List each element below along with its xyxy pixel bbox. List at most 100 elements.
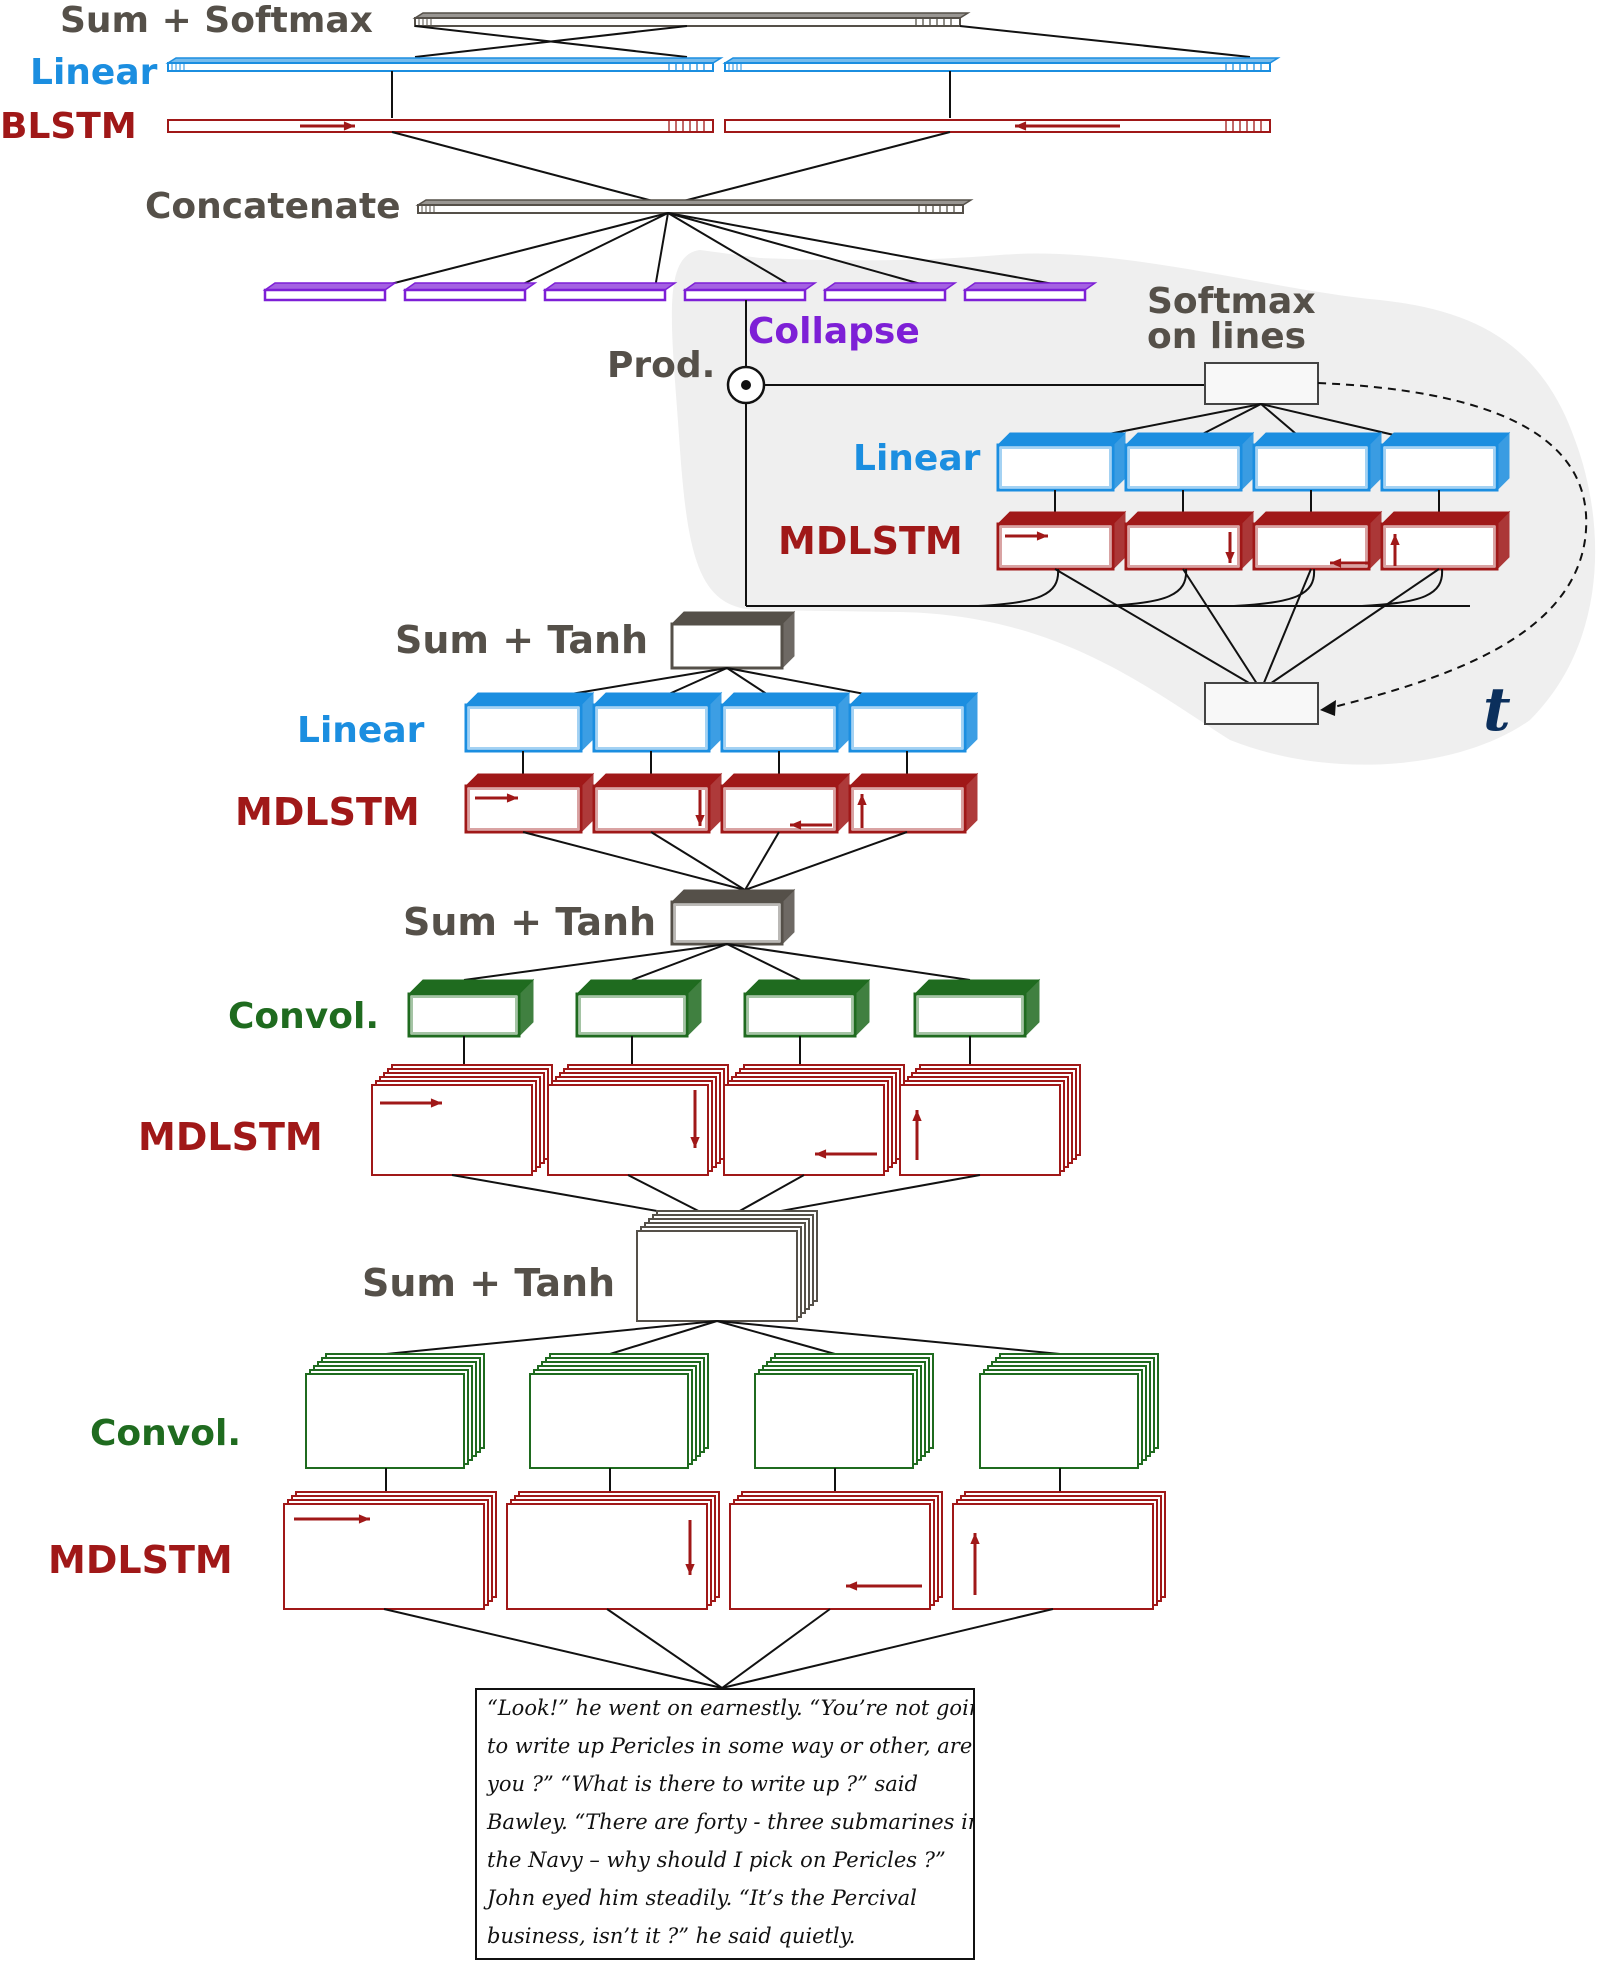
linear-box-3 [848,703,967,753]
attention-linear-box-3-top [1380,432,1511,446]
attention-linear-box-3 [1380,443,1499,492]
attention-mdlstm-box-1-top [1124,511,1255,525]
mdlstm-1-arrow-left-icon-head [846,1581,858,1591]
mdlstm-1-stack-2-layer [729,1503,931,1610]
linear-box-2 [720,703,839,753]
mdlstm-3-box-3-top [848,773,979,787]
mdlstm-2-arrow-down-icon-head [690,1136,700,1148]
mdlstm-3-box-3-inner [852,788,963,830]
attention-linear-box-0 [996,443,1115,492]
connector-line [522,831,746,891]
linear-box-0 [464,703,583,753]
linear-box-0-top [464,692,595,706]
convol-box-1-2-inner [747,996,853,1034]
handwriting-line-4: Bawley. “There are forty - three submari… [487,1810,975,1834]
label-concatenate: Concatenate [145,186,401,227]
blstm-forward-arrow-icon-head [343,121,355,131]
label-sum-softmax: Sum + Softmax [60,0,373,41]
mdlstm-3-box-0-inner [468,788,579,830]
concatenate-slab [417,204,964,214]
connector-line [414,25,688,58]
connector-line [650,831,746,891]
connector-line [721,1608,1054,1689]
mdlstm-3-box-0-top [464,773,595,787]
connector-line [514,212,669,289]
label-linear-lower: Linear [297,710,425,751]
mdlstm-3-box-1-inner [596,788,707,830]
connector-line [716,1320,836,1355]
collapse-bar-3 [683,288,807,302]
label-convol-2: Convol. [90,1413,241,1454]
mdlstm-3-box-2-top [720,773,851,787]
softmax-on-lines-box [1204,362,1319,405]
blstm-slab-backward [724,119,1271,133]
label-softmax-on-lines-1: Softmax [1147,281,1316,322]
connector-line [726,943,971,981]
linear-box-1-inner [596,707,707,749]
label-linear-attention: Linear [853,438,981,479]
mdlstm-1-stack-1-layer [506,1503,708,1610]
label-sum-tanh-2: Sum + Tanh [403,900,657,944]
mdlstm-1-arrow-up-icon-head [970,1533,980,1545]
mdlstm-1-arrow-right-icon-head [358,1514,370,1524]
collapse-bar-1 [403,288,527,302]
label-convol-1: Convol. [228,996,379,1037]
mdlstm-2-stack-2-layer [723,1084,885,1176]
mdlstm-2-arrow-left-icon-head [815,1149,827,1159]
product-circled-dot-icon-center [741,380,751,390]
mdlstm-2-stack-0-layer [371,1084,533,1176]
convol-box-1-0 [407,992,521,1038]
convol-stack-2-0-layer [305,1373,465,1469]
connector-line [654,212,669,289]
label-prod: Prod. [607,345,716,386]
attention-mdlstm-arrow-right-icon-head [1036,531,1048,541]
label-mdlstm-1: MDLSTM [48,1538,233,1582]
convol-stack-2-2-layer [754,1373,914,1469]
sum-softmax-slab [414,17,961,27]
connector-line [609,1320,718,1355]
connector-line [383,1608,723,1689]
attention-state-box [1204,682,1319,725]
mdlstm-3-box-1 [592,784,711,834]
convol-box-1-2-top [743,979,871,995]
mdlstm-3-box-1-top [592,773,723,787]
label-linear-top: Linear [30,52,158,93]
collapse-bar-2 [543,288,667,302]
collapse-bar-0 [263,288,387,302]
attention-mdlstm-box-3-top [1380,511,1511,525]
collapse-bar-4 [823,288,947,302]
handwriting-line-1: “Look!” he went on earnestly. “You’re no… [487,1696,975,1720]
attention-mdlstm-box-0-inner [1000,526,1111,567]
sum-tanh-box-1-top [670,611,796,625]
input-handwriting-image: “Look!” he went on earnestly. “You’re no… [475,1688,975,1960]
handwriting-line-3: you ?” “What is there to write up ?” sai… [487,1772,918,1796]
mdlstm-2-arrow-right-icon-head [430,1098,442,1108]
connector-line [391,131,669,206]
mdlstm-2-stack-3-layer [899,1084,1061,1176]
blstm-backward-arrow-icon-head [1015,121,1027,131]
mdlstm-3-box-0 [464,784,583,834]
attention-mdlstm-box-3-inner [1384,526,1495,567]
attention-curve-1 [1105,568,1188,607]
attention-mdlstm-box-0 [996,522,1115,571]
label-mdlstm-3: MDLSTM [235,790,420,834]
connector-line [667,131,951,206]
connector-line [631,943,728,981]
connector-line [606,1608,723,1689]
mdlstm-3-arrow-up-icon-head [857,794,867,806]
mdlstm-3-box-2-inner [724,788,835,830]
connector-line [721,1608,831,1689]
attention-mdlstm-arrow-up-icon-head [1390,534,1400,546]
attention-linear-box-1 [1124,443,1243,492]
convol-stack-2-3-layer [979,1373,1139,1469]
connector-line [374,212,669,289]
linear-box-2-inner [724,707,835,749]
attention-linear-box-1-inner [1128,447,1239,488]
sum-tanh-box-2-top [670,889,796,903]
label-collapse: Collapse [748,311,920,352]
label-t: t [1483,675,1511,745]
label-softmax-on-lines-2: on lines [1147,316,1307,357]
convol-box-1-2 [743,992,857,1038]
